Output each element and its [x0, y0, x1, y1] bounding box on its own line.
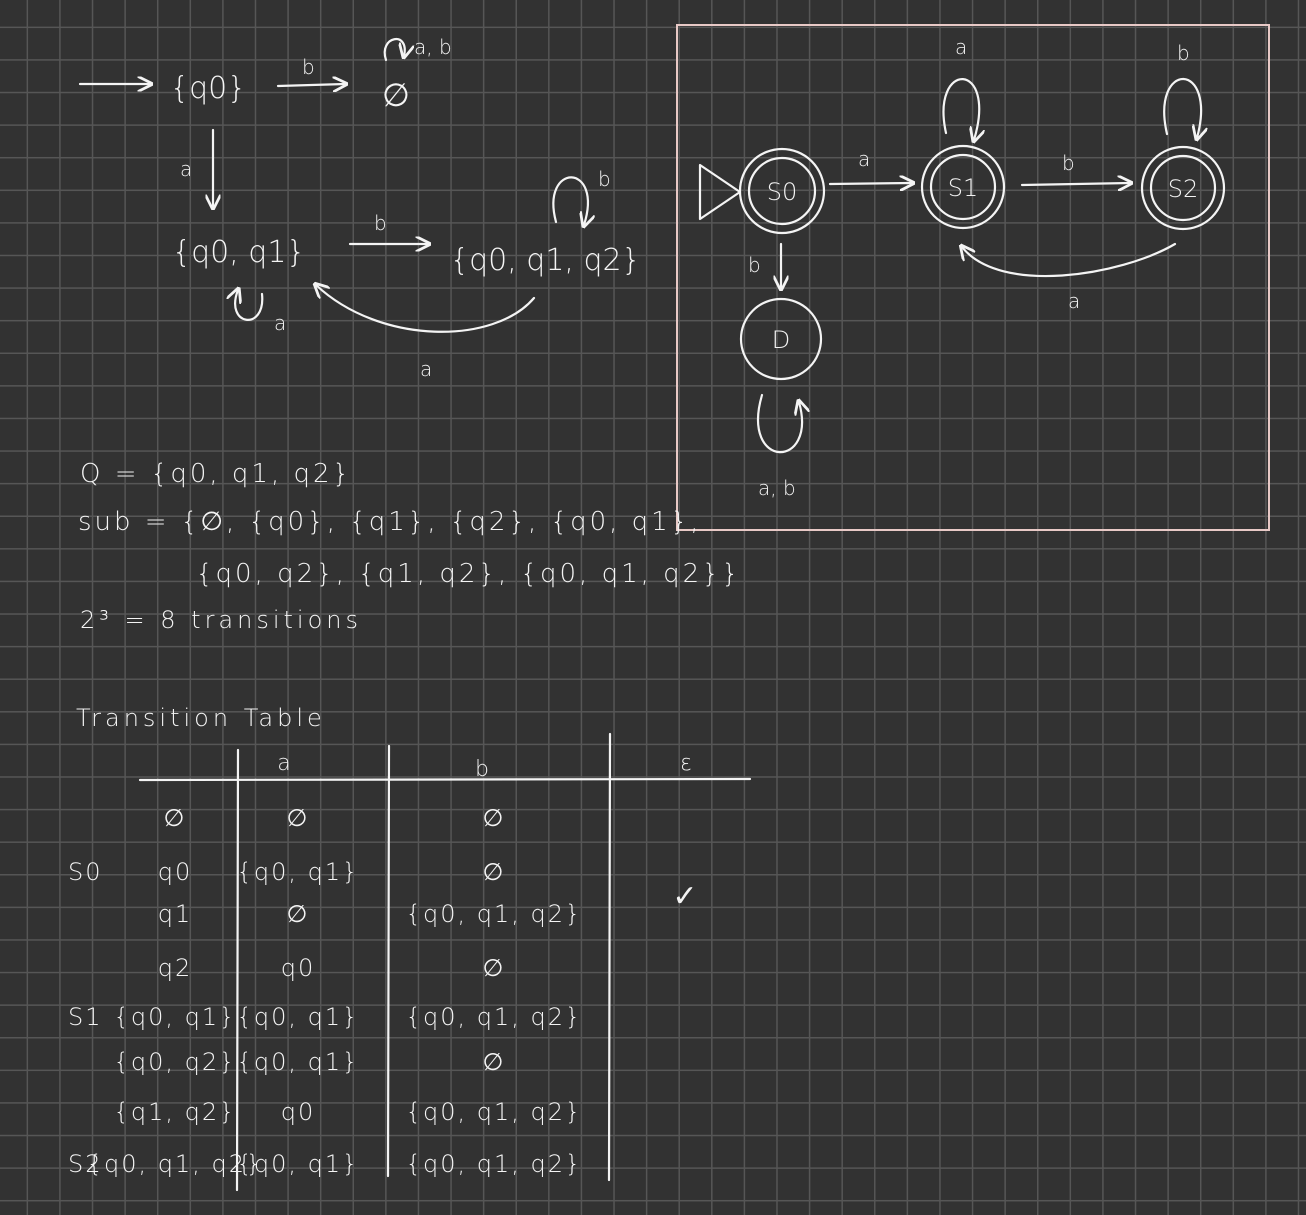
table-title: Transition Table	[76, 704, 326, 732]
table-row: S1 {q0, q1}{q0, q1} {q0, q1, q2}	[68, 1003, 583, 1031]
state-s2-label: S2	[1168, 175, 1199, 203]
cell-b: ∅	[483, 804, 506, 832]
label-s2-loop: b	[1177, 41, 1190, 65]
label-s1-to-s2: b	[1062, 151, 1075, 175]
label-start-to-empty: b	[302, 55, 315, 79]
cell-a: q0	[281, 954, 316, 982]
label-empty-loop: a, b	[414, 35, 452, 59]
cell-state: q1	[158, 900, 193, 928]
state-s0-outer	[738, 147, 826, 235]
table-row: q1 ∅ {q0, q1, q2}	[158, 900, 583, 928]
header-a: a	[277, 751, 290, 776]
header-b: b	[475, 757, 489, 782]
edge-s1-to-s2	[1020, 183, 1130, 185]
label-dead-loop: a, b	[758, 476, 796, 500]
start-triangle	[698, 163, 742, 221]
transition-count: 2³ = 8 transitions	[80, 606, 362, 634]
label-s01-to-s012: b	[374, 211, 387, 235]
cell-state: q2	[158, 954, 193, 982]
cell-b: {q0, q1, q2}	[406, 900, 583, 928]
cell-state: {q1, q2}	[114, 1098, 237, 1126]
label-start-to-s01: a	[180, 157, 192, 181]
label-s012-loop: b	[598, 167, 611, 191]
edge-start-to-empty	[276, 84, 345, 86]
table-row: {q1, q2} q0 {q0, q1, q2}	[114, 1098, 583, 1126]
state-s0-inner	[747, 156, 817, 226]
transition-table: Transition Table a b ε ✓ ∅ ∅ ∅ S0 q0 {q0, q1}…	[68, 704, 752, 1192]
state-s2-outer	[1140, 145, 1226, 231]
table-row: q2 q0 ∅	[158, 954, 506, 982]
cell-b: {q0, q1, q2}	[406, 1098, 583, 1126]
notes: Q = {q0, q1, q2} sub = {∅, {q0}, {q1}, {…	[78, 459, 741, 634]
label-s0-to-s1: a	[858, 147, 870, 171]
label-s0-to-dead: b	[748, 253, 761, 277]
cell-a: {q0, q1}	[237, 858, 360, 886]
table-row: ∅ ∅ ∅	[164, 804, 506, 832]
subset-construction-diagram: {q0} b ∅ a, b a {q0, q1} a b {q0, q1, q2…	[78, 35, 641, 381]
cell-b: ∅	[483, 1048, 506, 1076]
cell-state: {q0, q1, q2}	[87, 1150, 264, 1178]
state-s1-label: S1	[948, 174, 979, 202]
dfa-frame	[676, 24, 1270, 531]
epsilon-check-mark: ✓	[672, 879, 697, 914]
edge-s0-to-s1	[828, 183, 912, 184]
cell-a: ∅	[287, 900, 310, 928]
state-s0-label: S0	[767, 178, 798, 206]
cell-state: {q0, q2}	[114, 1048, 237, 1076]
state-s2-inner	[1149, 154, 1217, 222]
state-dead-label: D	[772, 326, 790, 354]
cell-b: {q0, q1, q2}	[406, 1003, 583, 1031]
state-s01: {q0, q1}	[172, 235, 306, 270]
dfa-panel: S0 S1 S2 D a a b b a b a, b	[676, 24, 1270, 531]
cell-b: {q0, q1, q2}	[406, 1150, 583, 1178]
cell-label: S2	[68, 1150, 103, 1178]
loop-s012	[552, 176, 588, 225]
column-divider-3	[607, 732, 612, 1182]
table-row: {q0, q2}{q0, q1} ∅	[114, 1048, 506, 1076]
state-start: {q0}	[170, 71, 246, 106]
state-empty: ∅	[382, 76, 410, 114]
label-s2-to-s1: a	[1068, 289, 1080, 313]
state-s1-inner	[929, 153, 997, 221]
cell-label: S0	[68, 858, 103, 886]
cell-b: ∅	[483, 954, 506, 982]
loop-empty	[383, 38, 405, 62]
cell-a: {q0, q1}	[237, 1150, 360, 1178]
loop-dead	[756, 393, 802, 454]
table-row: S0 q0 {q0, q1} ∅	[68, 858, 506, 886]
cell-b: ∅	[483, 858, 506, 886]
edge-s2-to-s1	[962, 244, 1177, 278]
edge-s012-to-s01	[316, 285, 536, 333]
table-row: S2{q0, q1, q2}{q0, q1}{q0, q1, q2}	[68, 1150, 583, 1178]
subsets-line-2: {q0, q2}, {q1, q2}, {q0, q1, q2}}	[196, 559, 741, 589]
loop-s1	[942, 78, 980, 140]
label-s1-loop: a	[955, 35, 967, 59]
subsets-line-1: sub = {∅, {q0}, {q1}, {q2}, {q0, q1},	[78, 507, 702, 537]
header-epsilon: ε	[680, 751, 692, 776]
cell-state: q0	[158, 858, 193, 886]
cell-label: S1	[68, 1003, 103, 1031]
column-divider-2	[386, 744, 391, 1178]
state-s1-outer	[920, 144, 1006, 230]
label-s01-loop: a	[274, 311, 286, 335]
state-dead	[739, 297, 823, 381]
cell-a: {q0, q1}	[237, 1003, 360, 1031]
column-divider-1	[235, 748, 240, 1192]
cell-a: q0	[281, 1098, 316, 1126]
q-definition: Q = {q0, q1, q2}	[80, 459, 352, 489]
state-s012: {q0, q1, q2}	[450, 243, 641, 278]
cell-state: ∅	[164, 804, 187, 832]
cell-state: {q0, q1}	[114, 1003, 237, 1031]
label-s012-to-s01: a	[420, 357, 432, 381]
loop-s2	[1163, 78, 1201, 138]
header-rule	[138, 777, 752, 782]
cell-a: ∅	[287, 804, 310, 832]
cell-a: {q0, q1}	[237, 1048, 360, 1076]
loop-s01	[235, 290, 264, 321]
